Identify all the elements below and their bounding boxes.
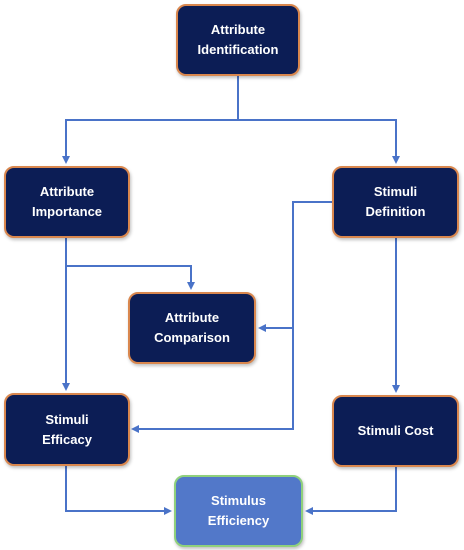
connector-definition-trunk bbox=[292, 201, 332, 328]
connector-identification-to-definition bbox=[238, 119, 400, 164]
connector-identification-to-importance bbox=[62, 119, 238, 164]
node-attribute-comparison: Attribute Comparison bbox=[128, 292, 256, 364]
node-attribute-importance: Attribute Importance bbox=[4, 166, 130, 238]
node-attribute-identification: Attribute Identification bbox=[176, 4, 300, 76]
connector-definition-to-efficacy bbox=[131, 328, 294, 433]
node-stimuli-definition: Stimuli Definition bbox=[332, 166, 459, 238]
connector-efficacy-to-efficiency bbox=[65, 466, 172, 515]
node-stimulus-efficiency: Stimulus Efficiency bbox=[174, 475, 303, 547]
node-stimuli-efficacy: Stimuli Efficacy bbox=[4, 393, 130, 466]
connector-cost-to-efficiency bbox=[305, 467, 397, 515]
node-stimuli-cost: Stimuli Cost bbox=[332, 395, 459, 467]
connector-importance-to-comparison bbox=[65, 238, 195, 290]
